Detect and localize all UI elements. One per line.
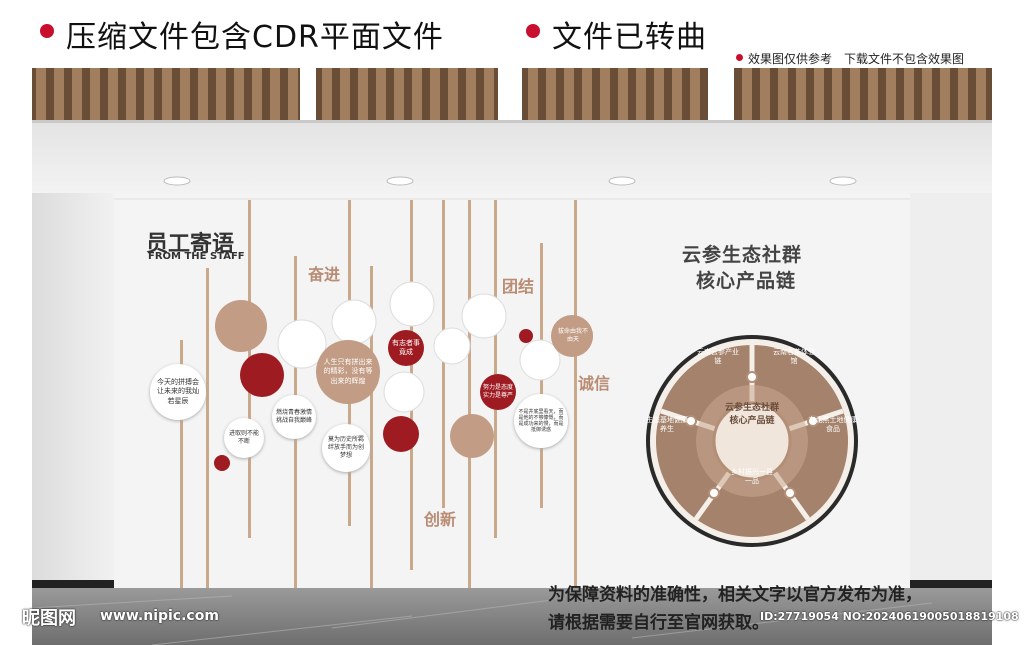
marble-floor xyxy=(32,588,992,645)
bubble-cluster xyxy=(214,281,593,471)
wheel-center-label: 云参生态社群 核心产品链 xyxy=(724,403,779,426)
wheel-segment-1: 云南云参产业链 xyxy=(697,348,739,366)
right-pillar xyxy=(910,193,992,588)
ceiling-downlights xyxy=(163,176,857,186)
scene-svg xyxy=(32,68,992,645)
bubble-quote-6: 有志者事竟成 xyxy=(388,330,424,366)
bubble-quote-8: 不是井底里看天，而是他的不够慷慨，而是成功来的慢，而是抵御诱惑 xyxy=(514,394,568,448)
keyword-chengxin: 诚信 xyxy=(578,374,611,393)
bubble-quote-1: 今天的拼搏会让未来的我灿若星辰 xyxy=(150,364,206,420)
bubble-quote-3: 燃烧青春激情挑战自我巅峰 xyxy=(272,395,316,439)
left-pillar xyxy=(32,193,114,588)
product-chain-wheel xyxy=(646,335,858,547)
staff-title: 员工寄语 xyxy=(146,232,235,257)
notice-line1: 为保障资料的准确性，相关文字以官方发布为准， xyxy=(548,585,922,605)
nipic-logo-text: 昵图网 xyxy=(22,608,76,629)
right-title-line2: 核心产品链 xyxy=(696,270,797,292)
bubble-quote-5: 人生只有拼出来的精彩，没有等出来的辉煌 xyxy=(316,340,380,404)
watermark-footer: 昵图网 www.nipic.com ID:27719054 NO:2024061… xyxy=(0,600,1024,645)
exhibition-wall-scene: 员工寄语 FROM THE STAFF 奋进 团结 诚信 创新 今天的拼搏会让未… xyxy=(32,68,992,645)
nipic-url: www.nipic.com xyxy=(100,608,219,624)
keyword-fenjin: 奋进 xyxy=(308,265,341,284)
banner-left-title: 压缩文件包含CDR平面文件 xyxy=(66,20,444,55)
wheel-segment-3: 东北黑土地健康食品 xyxy=(808,416,858,434)
bubble-quote-7: 努力是态度实力是尊严 xyxy=(480,374,516,410)
image-id-text: ID:27719054 NO:20240619005018819108 xyxy=(760,610,1019,623)
wheel-segment-4: 乡村振兴一县一品 xyxy=(731,468,773,486)
red-bullet-icon xyxy=(40,24,54,38)
wood-slat-ceiling xyxy=(32,68,992,123)
red-bullet-icon xyxy=(526,24,540,38)
keyword-chuangxin: 创新 xyxy=(424,510,457,529)
banner-note: 效果图仅供参考 下载文件不包含效果图 xyxy=(748,52,965,66)
bubble-quote-9: 拔命由我不由天 xyxy=(553,316,593,356)
wheel-segment-5: 生态基地健康养生 xyxy=(646,416,688,434)
notice-line2: 请根据需要自行至官网获取。 xyxy=(548,613,769,633)
top-banner: 压缩文件包含CDR平面文件 文件已转曲 效果图仅供参考 下载文件不包含效果图 xyxy=(0,0,1024,68)
staff-subtitle: FROM THE STAFF xyxy=(148,251,245,262)
banner-right-title: 文件已转曲 xyxy=(552,20,707,55)
small-red-dot-icon xyxy=(736,54,743,61)
bubble-quote-2: 进取则不能不断 xyxy=(224,418,264,458)
bubble-quote-4: 莫为历史所羁绊放手而为创梦想 xyxy=(322,424,370,472)
right-title-line1: 云参生态社群 xyxy=(682,244,803,266)
wheel-segment-2: 云南名茶体验馆 xyxy=(773,348,815,366)
keyword-tuanjie: 团结 xyxy=(502,277,535,296)
